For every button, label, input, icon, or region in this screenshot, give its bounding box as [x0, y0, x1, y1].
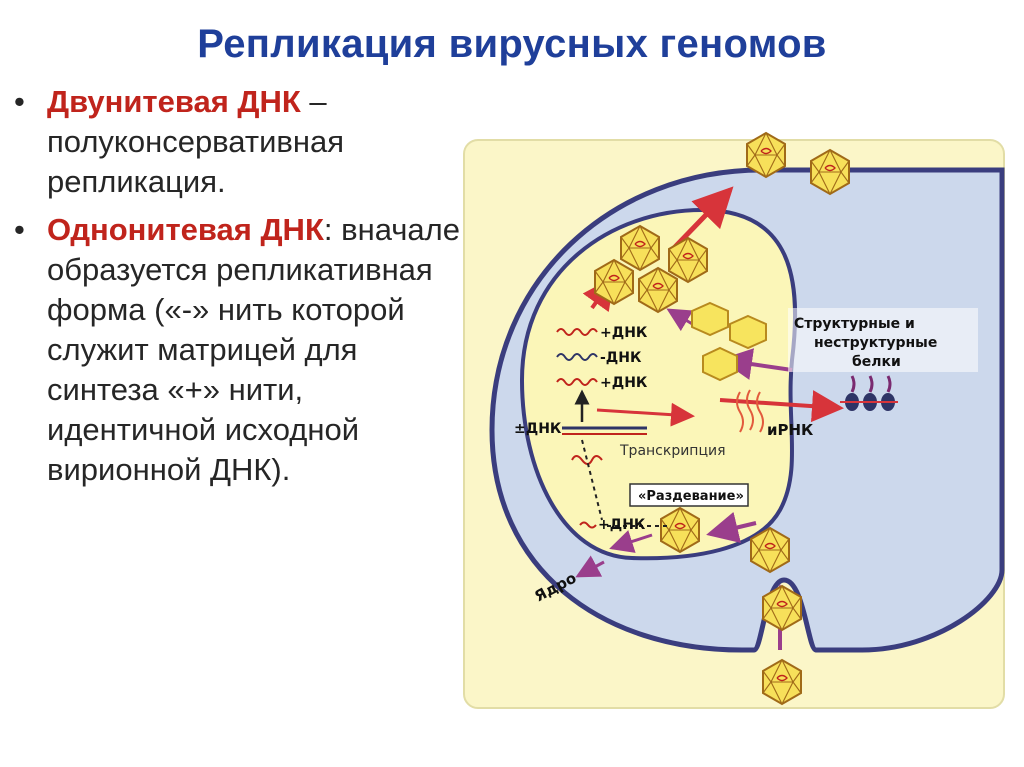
virion-icon [746, 132, 786, 178]
dna-squiggle [556, 378, 598, 386]
bullet-marker: • [14, 84, 25, 119]
bullet-list: • Двунитевая ДНК – полуконсервативная ре… [14, 82, 464, 498]
capsid-assembly-arrow [666, 308, 695, 332]
virion-icon [762, 585, 802, 631]
entry-arrow [706, 511, 757, 544]
bullet-marker: • [14, 212, 25, 247]
virion-icon [594, 259, 634, 305]
dna-squiggle [579, 521, 597, 529]
transcription-arrow [596, 402, 695, 427]
mrna-arrow [719, 390, 844, 423]
dna-squiggle [556, 328, 598, 336]
bullet-text: вначале образуется репликативная форма (… [47, 212, 460, 487]
label-minus-dna: -ДНК [600, 350, 642, 366]
uncoating-label: «Раздевание» [629, 483, 749, 507]
label-plus-dna-2: +ДНК [600, 375, 648, 391]
label-plus-dna-3: +ДНК [598, 517, 646, 533]
virion-icon [762, 659, 802, 705]
label-pm-dna: ±ДНК [514, 421, 562, 437]
bullet-single-stranded-dna: • Однонитевая ДНК: вначале образуется ре… [14, 210, 464, 490]
dashed-path [581, 439, 603, 521]
bullet-double-stranded-dna: • Двунитевая ДНК – полуконсервативная ре… [14, 82, 464, 202]
slide-title: Репликация вирусных геномов [197, 22, 827, 66]
capsid-hexagon [691, 301, 729, 337]
bullet-separator: – [300, 84, 327, 119]
proteins-label: Структурные и неструктурные белки [788, 308, 978, 372]
label-proteins-line3: белки [852, 354, 901, 370]
bullet-separator: : [323, 212, 333, 247]
nucleus-pointer-arrow [575, 555, 605, 578]
capsid-hexagon [729, 314, 767, 350]
nuclear-entry-arrow [609, 530, 653, 553]
label-proteins-line2: неструктурные [814, 335, 937, 351]
bullet-text: полуконсервативная репликация. [47, 124, 344, 199]
capsid-hexagon [702, 346, 738, 382]
virion-icon [810, 149, 850, 195]
label-plus-dna-1: +ДНК [600, 325, 648, 341]
ribosome-icon [840, 375, 898, 411]
virion-icon [660, 507, 700, 553]
export-arrow-main [672, 186, 734, 250]
mrna-squiggle [736, 389, 764, 433]
label-mrna: иРНК [767, 421, 814, 439]
virion-icon [620, 225, 660, 271]
dna-squiggle [556, 353, 598, 361]
virion-icon [750, 527, 790, 573]
bullet-highlight: Двунитевая ДНК [47, 84, 301, 119]
label-transcription: Транскрипция [619, 443, 726, 459]
bullet-highlight: Однонитевая ДНК [47, 212, 324, 247]
replication-diagram: +ДНК -ДНК +ДНК ±ДНК иРНК Транскрипция «Р… [463, 132, 1005, 709]
virion-icon [638, 267, 678, 313]
label-proteins-line1: Структурные и [794, 316, 915, 332]
label-uncoating: «Раздевание» [638, 489, 744, 504]
virion-icon [668, 237, 708, 283]
